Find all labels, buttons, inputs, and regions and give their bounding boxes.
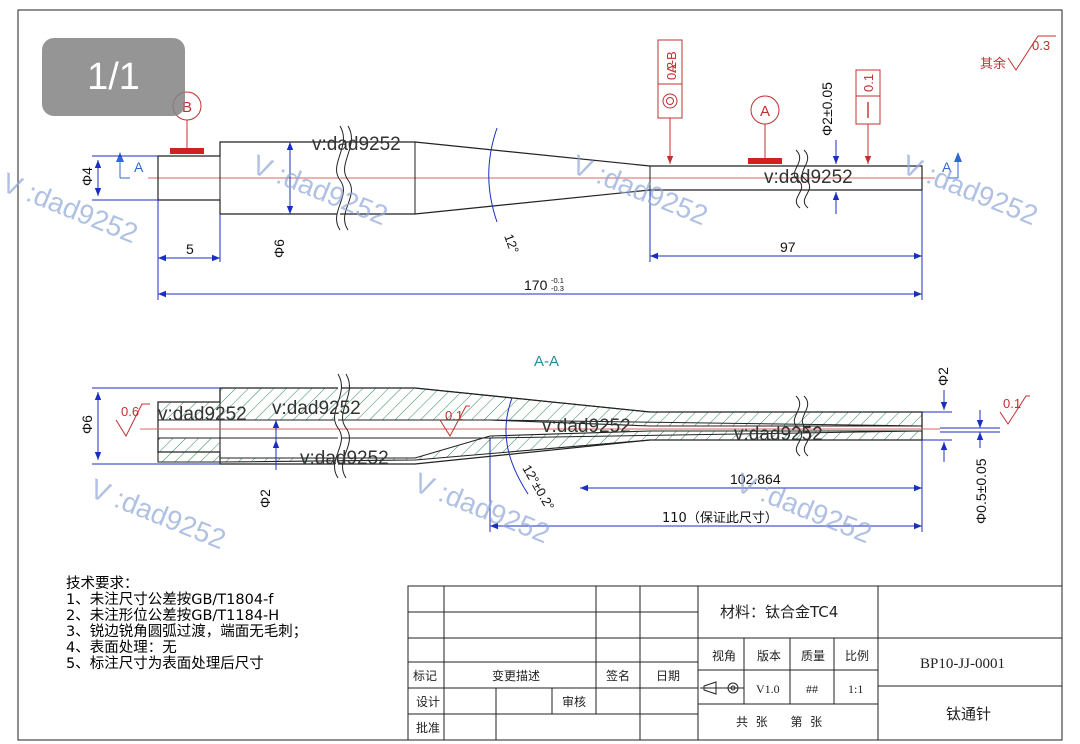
tb-scale: 1:1: [848, 682, 863, 696]
section-letter-left: A: [134, 159, 144, 175]
tb-col-mass: 质量: [801, 649, 825, 663]
tb-col-view: 视角: [712, 648, 736, 663]
dim-170-tol-upper: -0.1: [551, 276, 564, 285]
sec-dim-d05: Φ0.5±0.05: [973, 458, 989, 524]
watermark: V :dad9252: [732, 467, 876, 549]
projection-symbol-icon: [700, 681, 744, 695]
sec-dim-110: 110（保证此尺寸）: [662, 511, 778, 526]
section-dimensions: [92, 387, 1000, 532]
tb-col-version: 版本: [757, 649, 781, 663]
dim-d4: Φ4: [79, 167, 95, 186]
runout-value: 0.2: [664, 62, 679, 80]
title-block-texts: 材料：钛合金TC4 视角 版本 质量 比例 V1.0 ## 1:1 共 张 第 …: [413, 603, 1005, 735]
datum-b-label: B: [182, 99, 192, 116]
section-marker-right: A: [942, 152, 962, 179]
roughness-06: 0.6: [121, 404, 139, 419]
watermark: V :dad9252: [248, 149, 392, 231]
dim-angle-12: 12°: [501, 232, 522, 256]
top-dimension-texts: Φ4 5 Φ6 12° 97 170 -0.1 -0.3 Φ2±0.05: [79, 82, 835, 293]
watermark: v:dad9252: [542, 416, 631, 437]
tb-design: 设计: [416, 695, 440, 709]
watermark: v:dad9252: [300, 448, 389, 469]
section-marker-left: A: [116, 152, 144, 179]
tb-rev-sign: 签名: [606, 668, 630, 683]
note-item: 1、未注尺寸公差按GB/T1804-f: [66, 592, 274, 608]
note-item: 4、表面处理：无: [66, 640, 177, 656]
sec-dim-d2: Φ2: [257, 489, 273, 508]
watermark: v:dad9252: [734, 424, 823, 445]
tb-drawing-no: BP10-JJ-0001: [920, 656, 1005, 672]
watermark: v:dad9252: [158, 404, 247, 425]
page-indicator: 1/1: [42, 38, 185, 116]
general-roughness: 其余 0.3: [980, 35, 1056, 72]
tb-mass: ##: [806, 682, 818, 696]
tb-review: 审核: [562, 694, 586, 709]
tb-part-name: 钛通针: [946, 705, 991, 723]
watermark: v:dad9252: [764, 167, 853, 188]
tb-rev-date: 日期: [656, 669, 680, 683]
tb-version: V1.0: [756, 682, 780, 696]
runout-frame: 0.2 A-B A-B: [657, 39, 683, 164]
sec-dim-d2-right: Φ2: [935, 367, 951, 386]
datum-a-symbol: A: [748, 95, 782, 164]
dim-170-tol-lower: -0.3: [551, 284, 564, 293]
tb-rev-mark: 标记: [413, 669, 437, 683]
sec-dim-angle: 12°±0.2°: [519, 462, 557, 513]
technical-notes: 技术要求： 1、未注尺寸公差按GB/T1804-f 2、未注形位公差按GB/T1…: [66, 576, 307, 672]
roughness-value: 0.3: [1032, 38, 1050, 53]
runout-datums-visible: A-B: [664, 51, 679, 73]
tb-material: 材料：钛合金TC4: [720, 603, 838, 621]
tb-col-scale: 比例: [845, 649, 869, 663]
straightness-frame: 0.1: [855, 69, 881, 164]
watermark: v:dad9252: [312, 134, 401, 155]
watermark: v:dad9252: [272, 398, 361, 419]
dim-5: 5: [186, 241, 194, 257]
tb-sheet: 共 张 第 张: [736, 715, 822, 729]
sec-dim-102: 102.864: [730, 471, 781, 487]
title-block: [407, 585, 1063, 741]
section-view: [140, 373, 940, 479]
part-top-view: [148, 125, 935, 231]
section-roughness: [115, 395, 1030, 438]
tb-rev-desc: 变更描述: [492, 668, 540, 683]
tb-approve: 批准: [416, 720, 440, 735]
top-dimensions: [92, 127, 923, 300]
section-letter-right: A: [942, 159, 952, 175]
dim-170: 170: [524, 277, 548, 293]
straightness-value: 0.1: [861, 74, 876, 92]
dim-d2-tol: Φ2±0.05: [819, 82, 835, 136]
roughness-01b: 0.1: [1003, 396, 1021, 411]
note-item: 5、标注尺寸为表面处理后尺寸: [66, 656, 264, 672]
datum-a-label: A: [760, 103, 770, 120]
dim-d6: Φ6: [271, 239, 287, 258]
watermark: V :dad9252: [86, 473, 230, 555]
watermark: V :dad9252: [0, 167, 142, 249]
roughness-01a: 0.1: [445, 408, 463, 423]
roughness-prefix: 其余: [980, 56, 1006, 72]
notes-title: 技术要求：: [66, 576, 139, 592]
note-item: 3、锐边锐角圆弧过渡，端面无毛刺；: [66, 624, 308, 640]
watermarks: v:dad9252 v:dad9252 v:dad9252 v:dad9252 …: [0, 134, 1042, 555]
note-item: 2、未注形位公差按GB/T1184-H: [66, 608, 280, 624]
sec-dim-d6: Φ6: [79, 415, 95, 434]
dim-97: 97: [780, 239, 796, 255]
section-title: A-A: [534, 353, 559, 370]
